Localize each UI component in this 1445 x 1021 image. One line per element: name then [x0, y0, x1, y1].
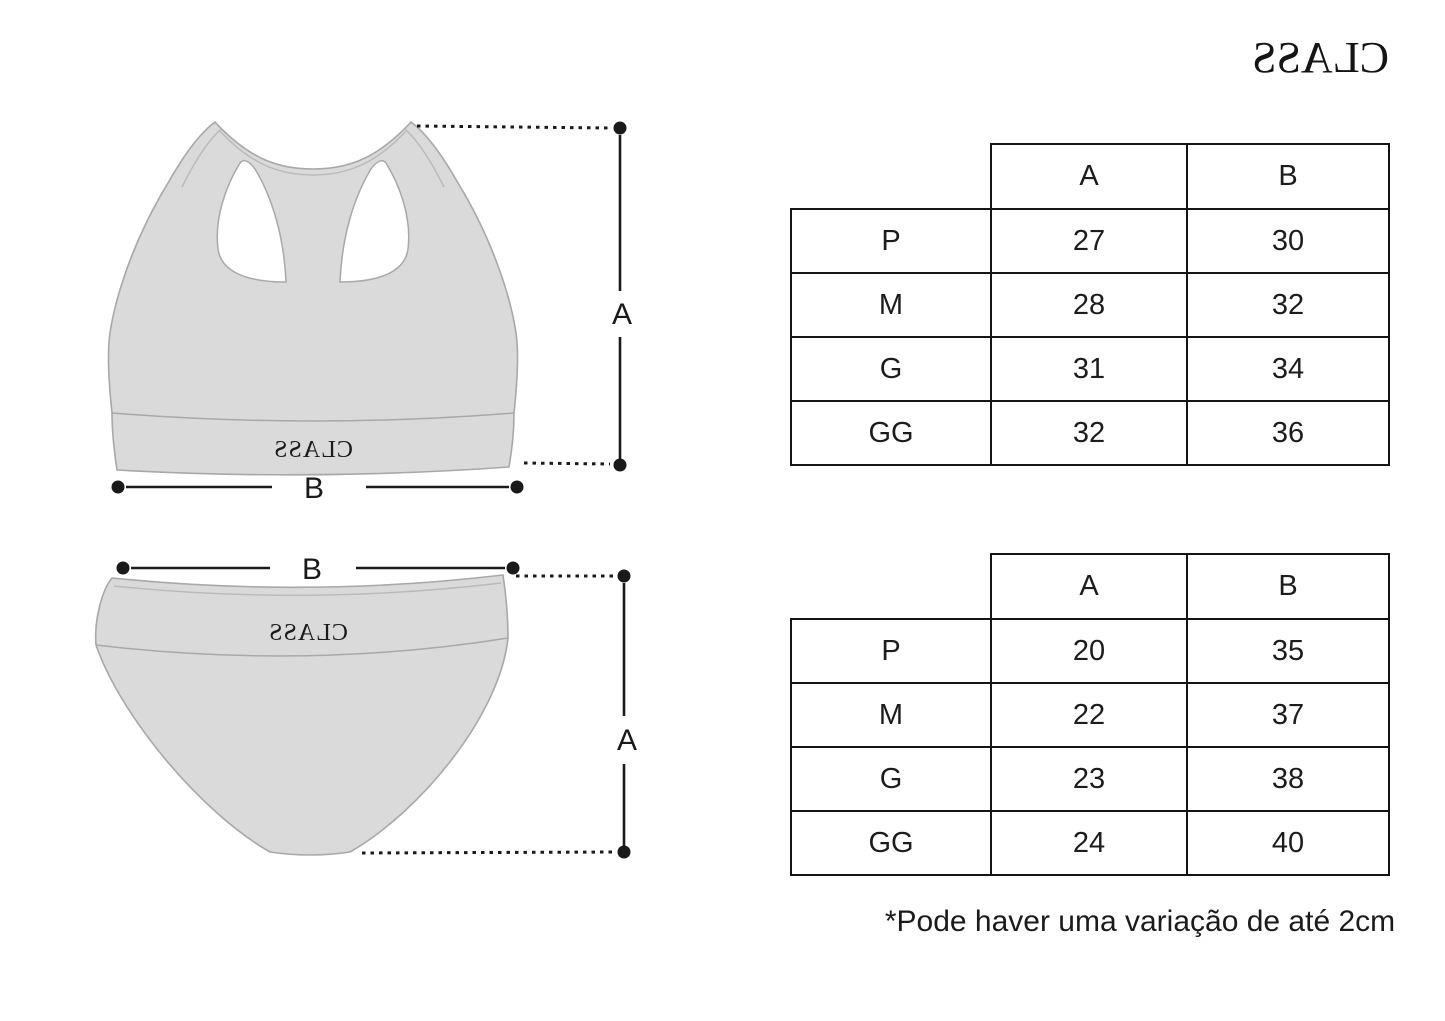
table-row: P 27 30	[790, 208, 1390, 274]
size-label: P	[790, 208, 992, 274]
bra-illustration: CLASS	[107, 121, 519, 476]
bra-armhole-left	[216, 160, 287, 283]
bra-dim-a-dotted-top	[416, 124, 612, 130]
panties-dim-a-dot-top	[617, 569, 631, 583]
bra-dim-b-dot-left	[111, 480, 125, 494]
table-row: GG 24 40	[790, 810, 1390, 876]
panties-dim-a-dot-bottom	[617, 845, 631, 859]
table-row: G 23 38	[790, 746, 1390, 812]
bra-neckline-binding	[218, 129, 408, 176]
header-cell-b: B	[1186, 553, 1390, 620]
size-label: GG	[790, 400, 992, 466]
panties-outline	[94, 574, 509, 856]
bra-armhole-right	[339, 160, 410, 283]
value-a: 23	[990, 746, 1188, 812]
value-a: 31	[990, 336, 1188, 402]
bra-measure-diagram: CLASS A B	[107, 121, 632, 505]
bra-dim-b-dot-right	[510, 480, 524, 494]
header-cell-a: A	[990, 553, 1188, 620]
value-a: 27	[990, 208, 1188, 274]
panties-dim-a-dotted-bottom	[361, 850, 615, 855]
bra-band-logo-text: CLASS	[273, 437, 353, 463]
bra-armhole-binding-left	[181, 128, 222, 188]
value-b: 35	[1186, 618, 1390, 684]
bra-dim-b-label: B	[304, 472, 324, 505]
value-b: 37	[1186, 682, 1390, 748]
value-a: 22	[990, 682, 1188, 748]
size-label: P	[790, 618, 992, 684]
value-b: 36	[1186, 400, 1390, 466]
panties-band-logo-text: CLASS	[268, 620, 348, 646]
size-label: M	[790, 272, 992, 338]
value-a: 32	[990, 400, 1188, 466]
table-header-row: A B	[791, 143, 1390, 210]
header-cell-b: B	[1186, 143, 1390, 210]
header-blank-cell	[791, 144, 991, 209]
value-a: 24	[990, 810, 1188, 876]
value-a: 28	[990, 272, 1188, 338]
size-label: GG	[790, 810, 992, 876]
panties-dimension-lines: B A	[116, 553, 637, 859]
size-label: G	[790, 336, 992, 402]
table-row: P 20 35	[790, 618, 1390, 684]
size-table-bottom: A B P 20 35 M 22 37 G 23 38 GG 24 40	[790, 553, 1390, 876]
panties-dim-b-dot-left	[116, 561, 130, 575]
bra-dim-a-label: A	[612, 298, 632, 331]
panties-illustration: CLASS	[94, 574, 509, 856]
bra-outline	[107, 121, 519, 476]
variation-footnote: *Pode haver uma variação de até 2cm	[884, 905, 1396, 938]
value-b: 30	[1186, 208, 1390, 274]
table-row: GG 32 36	[790, 400, 1390, 466]
table-header-row: A B	[791, 553, 1390, 620]
panties-dim-b-label: B	[302, 553, 322, 586]
header-blank-cell	[791, 554, 991, 619]
bra-dim-a-dotted-bottom	[523, 461, 611, 466]
value-b: 32	[1186, 272, 1390, 338]
panties-dim-b-dot-right	[506, 561, 520, 575]
table-row: G 31 34	[790, 336, 1390, 402]
value-b: 34	[1186, 336, 1390, 402]
size-table-top: A B P 27 30 M 28 32 G 31 34 GG 32 36	[790, 143, 1390, 466]
bra-armhole-binding-right	[404, 128, 445, 188]
bra-dimension-lines: A B	[111, 121, 632, 505]
panties-measure-diagram: CLASS B A	[94, 553, 637, 859]
table-row: M 22 37	[790, 682, 1390, 748]
table-row: M 28 32	[790, 272, 1390, 338]
brand-logo: CLASS	[1252, 33, 1389, 82]
size-label: M	[790, 682, 992, 748]
value-b: 40	[1186, 810, 1390, 876]
value-a: 20	[990, 618, 1188, 684]
value-b: 38	[1186, 746, 1390, 812]
bra-dim-a-dot-top	[613, 121, 627, 135]
panties-waistband-top-seam	[113, 582, 502, 596]
panties-dim-a-label: A	[617, 724, 637, 757]
bra-band-seam	[111, 412, 515, 422]
panties-waistband-bottom-seam	[95, 637, 509, 657]
bra-dim-a-dot-bottom	[613, 458, 627, 472]
size-label: G	[790, 746, 992, 812]
header-cell-a: A	[990, 143, 1188, 210]
brand-logo-text: CLASS	[1252, 33, 1389, 82]
